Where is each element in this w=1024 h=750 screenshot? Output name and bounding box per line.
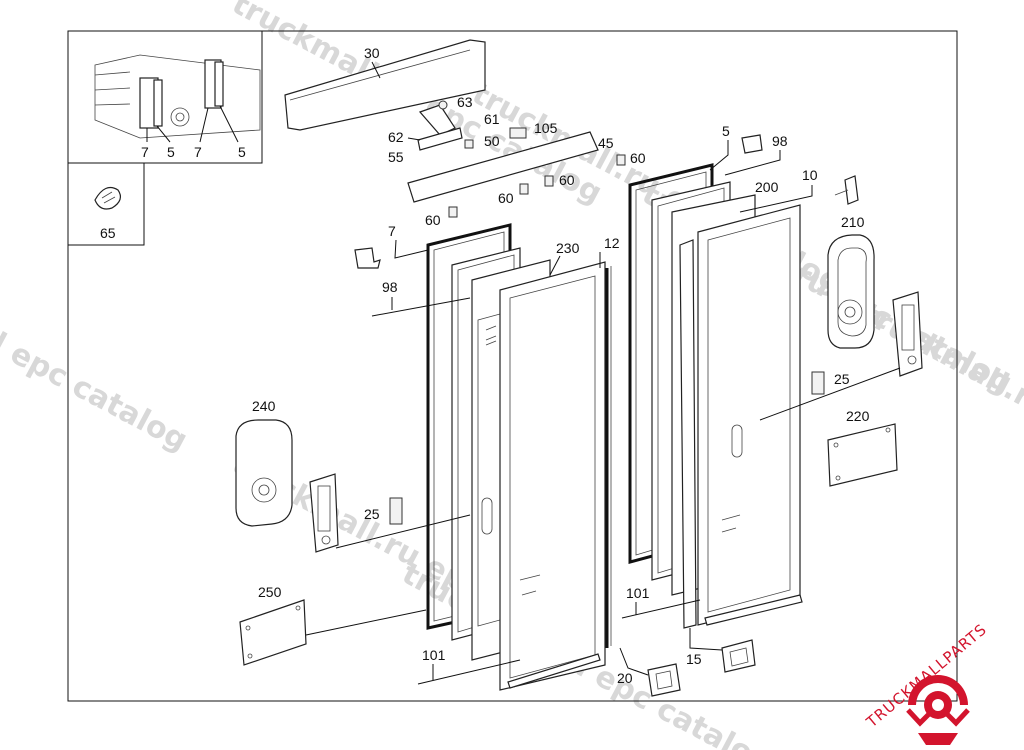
part-label-98: 98 <box>382 279 398 295</box>
part-60-blocks <box>448 154 626 218</box>
leader-line <box>549 255 561 276</box>
right-lock-mechanism <box>892 291 923 377</box>
bracket-group <box>417 100 527 151</box>
part-25-right <box>811 371 825 395</box>
leader-line <box>709 140 781 176</box>
part-label-250: 250 <box>258 584 282 600</box>
part-label-60: 60 <box>425 212 441 228</box>
part-label-62: 62 <box>388 129 404 145</box>
left-lock-mechanism <box>309 473 339 553</box>
part-7-bracket <box>354 247 381 269</box>
leader-line <box>689 628 723 651</box>
part-label-25: 25 <box>834 371 850 387</box>
part-label-12: 12 <box>604 235 620 251</box>
part-45-strip <box>407 131 599 203</box>
bus-sketch <box>94 54 261 143</box>
part-20-bracket <box>647 663 681 697</box>
right-door-assembly <box>628 163 803 629</box>
part-label-101: 101 <box>626 585 650 601</box>
part-10-hinge <box>834 175 859 205</box>
part-label-55: 55 <box>388 149 404 165</box>
inset-label: 7 <box>141 144 149 160</box>
part-label-45: 45 <box>598 135 614 151</box>
inset-label: 7 <box>194 144 202 160</box>
part-label-98: 98 <box>772 133 788 149</box>
inset-label: 5 <box>238 144 246 160</box>
leader-line <box>619 647 649 676</box>
part-label-5: 5 <box>722 123 730 139</box>
part-label-20: 20 <box>617 670 633 686</box>
inset-bus-box <box>67 30 263 164</box>
leader-line <box>371 297 471 317</box>
part-label-60: 60 <box>559 172 575 188</box>
part-15-bracket <box>721 639 756 673</box>
part-label-210: 210 <box>841 214 865 230</box>
part-210-cover <box>827 234 875 349</box>
part-label-10: 10 <box>802 167 818 183</box>
part-250-plate <box>239 599 307 666</box>
part-220-plate <box>827 423 898 487</box>
leader-line <box>394 239 429 259</box>
inset-65-box <box>67 162 145 246</box>
left-door-assembly <box>426 223 612 691</box>
leader-line <box>621 599 701 619</box>
part-label-101: 101 <box>422 647 446 663</box>
brand-logo: TRUCKMALLPARTS <box>862 620 990 745</box>
part-label-105: 105 <box>534 120 558 136</box>
part-label-7: 7 <box>388 223 396 239</box>
part-30-rail <box>284 39 486 131</box>
part-label-30: 30 <box>364 45 380 61</box>
part-65-clip <box>94 187 122 210</box>
part-label-60: 60 <box>498 190 514 206</box>
leader-line <box>335 514 471 549</box>
part-label-240: 240 <box>252 398 276 414</box>
part-label-25: 25 <box>364 506 380 522</box>
part-240-cover <box>235 419 293 527</box>
part-25-left <box>389 497 403 525</box>
part-label-200: 200 <box>755 179 779 195</box>
inset-label: 5 <box>167 144 175 160</box>
leader-line <box>305 609 427 636</box>
part-label-50: 50 <box>484 133 500 149</box>
part-label-65: 65 <box>100 225 116 241</box>
watermark-text: l epc catalog <box>0 326 193 458</box>
leader-line <box>407 137 421 141</box>
leader-line <box>417 659 521 685</box>
part-label-60: 60 <box>630 150 646 166</box>
diagram-frame <box>67 30 958 702</box>
part-5-bracket <box>741 134 763 154</box>
leader-line <box>739 185 813 213</box>
part-label-15: 15 <box>686 651 702 667</box>
leader-line <box>371 61 381 79</box>
part-label-230: 230 <box>556 240 580 256</box>
part-label-220: 220 <box>846 408 870 424</box>
part-label-61: 61 <box>484 111 500 127</box>
part-label-63: 63 <box>457 94 473 110</box>
leader-line <box>759 367 901 421</box>
